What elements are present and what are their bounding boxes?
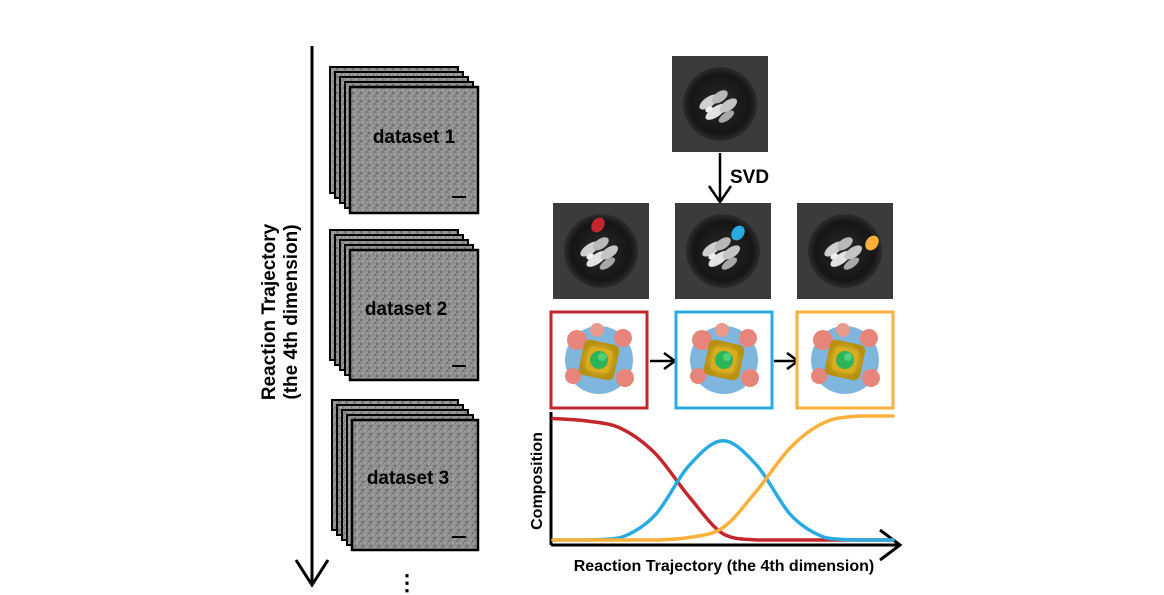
map-panel-1 (549, 310, 649, 410)
left-axis-label-line2: (the 4th dimension) (281, 224, 302, 399)
x-axis-arrowhead (879, 528, 903, 562)
dataset-label: dataset 1 (373, 127, 456, 148)
map-arrow-1 (650, 351, 678, 371)
dataset-image (350, 418, 480, 552)
molecule-image (811, 323, 880, 394)
class-average-top (672, 56, 768, 152)
dataset-stack-2: dataset 2 (329, 229, 480, 382)
molecule-image (690, 323, 759, 394)
series-blue-line (551, 439, 895, 542)
series-red-line (551, 416, 895, 542)
map-panel-3 (795, 310, 895, 410)
state-marker-orange (865, 235, 879, 251)
svd-arrow (707, 153, 733, 205)
dataset-image (348, 248, 480, 382)
left-axis: Reaction Trajectory (the 4th dimension) (259, 46, 330, 588)
left-axis-label-line1: Reaction Trajectory (259, 223, 280, 400)
svd-label: SVD (730, 167, 769, 188)
dataset-label: dataset 3 (367, 468, 449, 489)
class-average-2 (675, 203, 771, 299)
class-average-3 (797, 203, 893, 299)
map-panel-2 (674, 310, 774, 410)
molecule-image (565, 323, 634, 394)
state-marker-blue (731, 225, 745, 241)
state-marker-red (591, 217, 605, 233)
composition-chart: Composition Reaction Trajectory (the 4th… (529, 412, 903, 575)
left-axis-arrowhead (294, 559, 330, 588)
y-axis-label: Composition (529, 432, 546, 530)
dataset-label: dataset 2 (365, 299, 447, 320)
ellipsis: ⋮ (396, 570, 418, 595)
dataset-stack-1: dataset 1 (329, 66, 480, 215)
series-orange-line (551, 414, 895, 542)
series-layer (551, 414, 895, 542)
dataset-stack-3: dataset 3 (331, 399, 480, 552)
x-axis-label: Reaction Trajectory (the 4th dimension) (574, 558, 875, 575)
map-arrow-2 (774, 351, 801, 371)
dataset-image (348, 85, 480, 215)
class-average-1 (553, 203, 649, 299)
